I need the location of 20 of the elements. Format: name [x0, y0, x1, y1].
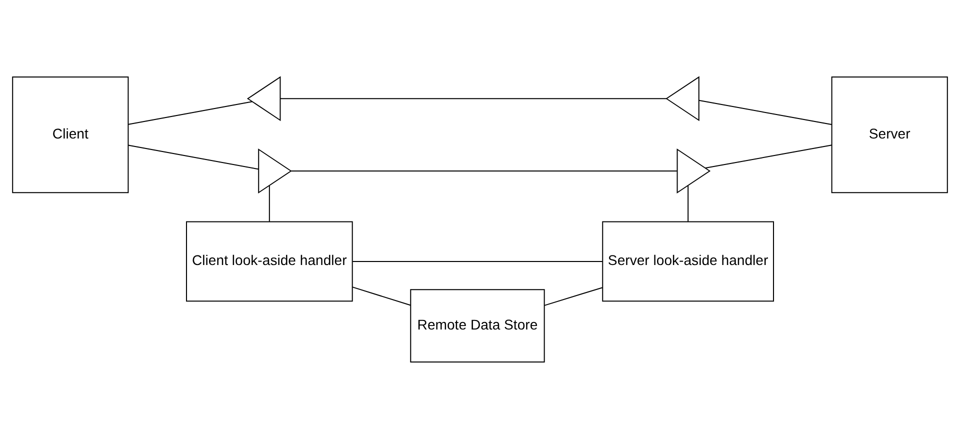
- node-box: Server: [831, 76, 948, 193]
- connector: [128, 144, 259, 170]
- connector: [291, 170, 677, 171]
- node-box: Client: [12, 76, 129, 193]
- connector: [698, 99, 832, 124]
- node-triangle: [246, 76, 281, 121]
- connector: [544, 286, 603, 306]
- node-triangle: [676, 148, 711, 194]
- node-box: Server look-aside handler: [602, 220, 774, 302]
- connector: [268, 185, 270, 221]
- connector: [352, 286, 411, 306]
- node-triangle: [258, 148, 292, 194]
- node-box: Client look-aside handler: [186, 220, 353, 302]
- connector: [688, 185, 689, 221]
- node-triangle: [666, 76, 700, 121]
- connector: [352, 260, 602, 262]
- connector: [128, 100, 252, 124]
- node-box: Remote Data Store: [410, 288, 545, 362]
- connector: [280, 98, 666, 99]
- connector: [705, 144, 832, 168]
